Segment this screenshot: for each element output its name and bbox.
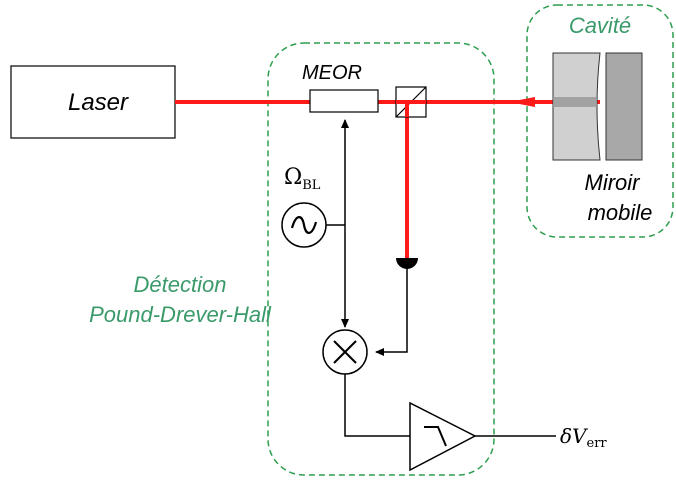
detector-to-mixer	[375, 268, 408, 356]
meor-label: MEOR	[302, 62, 362, 84]
moving-mirror	[605, 52, 643, 161]
error-subscript: err	[587, 436, 608, 451]
mirror-label-line2: mobile	[588, 200, 653, 225]
omega-subscript: BL	[302, 178, 321, 193]
cavity-group-border	[526, 4, 674, 238]
cavity-mirrors	[552, 52, 643, 161]
meor-box	[309, 89, 379, 113]
mixer-to-amplifier	[344, 374, 410, 437]
laser-label: Laser	[68, 89, 129, 116]
cavity-label: Cavité	[569, 13, 631, 38]
omega-symbol: Ω	[284, 165, 302, 190]
error-v: V	[572, 424, 589, 448]
beam-splitter-cube-icon	[395, 86, 427, 118]
error-delta: δ	[560, 424, 572, 448]
mirror-label-line1: Miroir	[585, 170, 642, 195]
laser-box	[10, 65, 176, 139]
half-disc-detector-icon	[396, 258, 418, 269]
detection-label-line1: Détection	[134, 272, 227, 297]
pdh-group-border	[267, 42, 495, 476]
error-signal-label: δVerr	[560, 424, 607, 451]
return-beam-arrow	[509, 97, 535, 107]
detection-label-line2: Pound-Drever-Hall	[89, 302, 272, 327]
omega-label: ΩBL	[284, 165, 321, 193]
sine-wave-icon	[281, 202, 327, 248]
input-mirror-beam-band	[553, 97, 597, 107]
multiply-icon	[322, 329, 368, 375]
triangle-amplifier-icon	[409, 401, 477, 472]
